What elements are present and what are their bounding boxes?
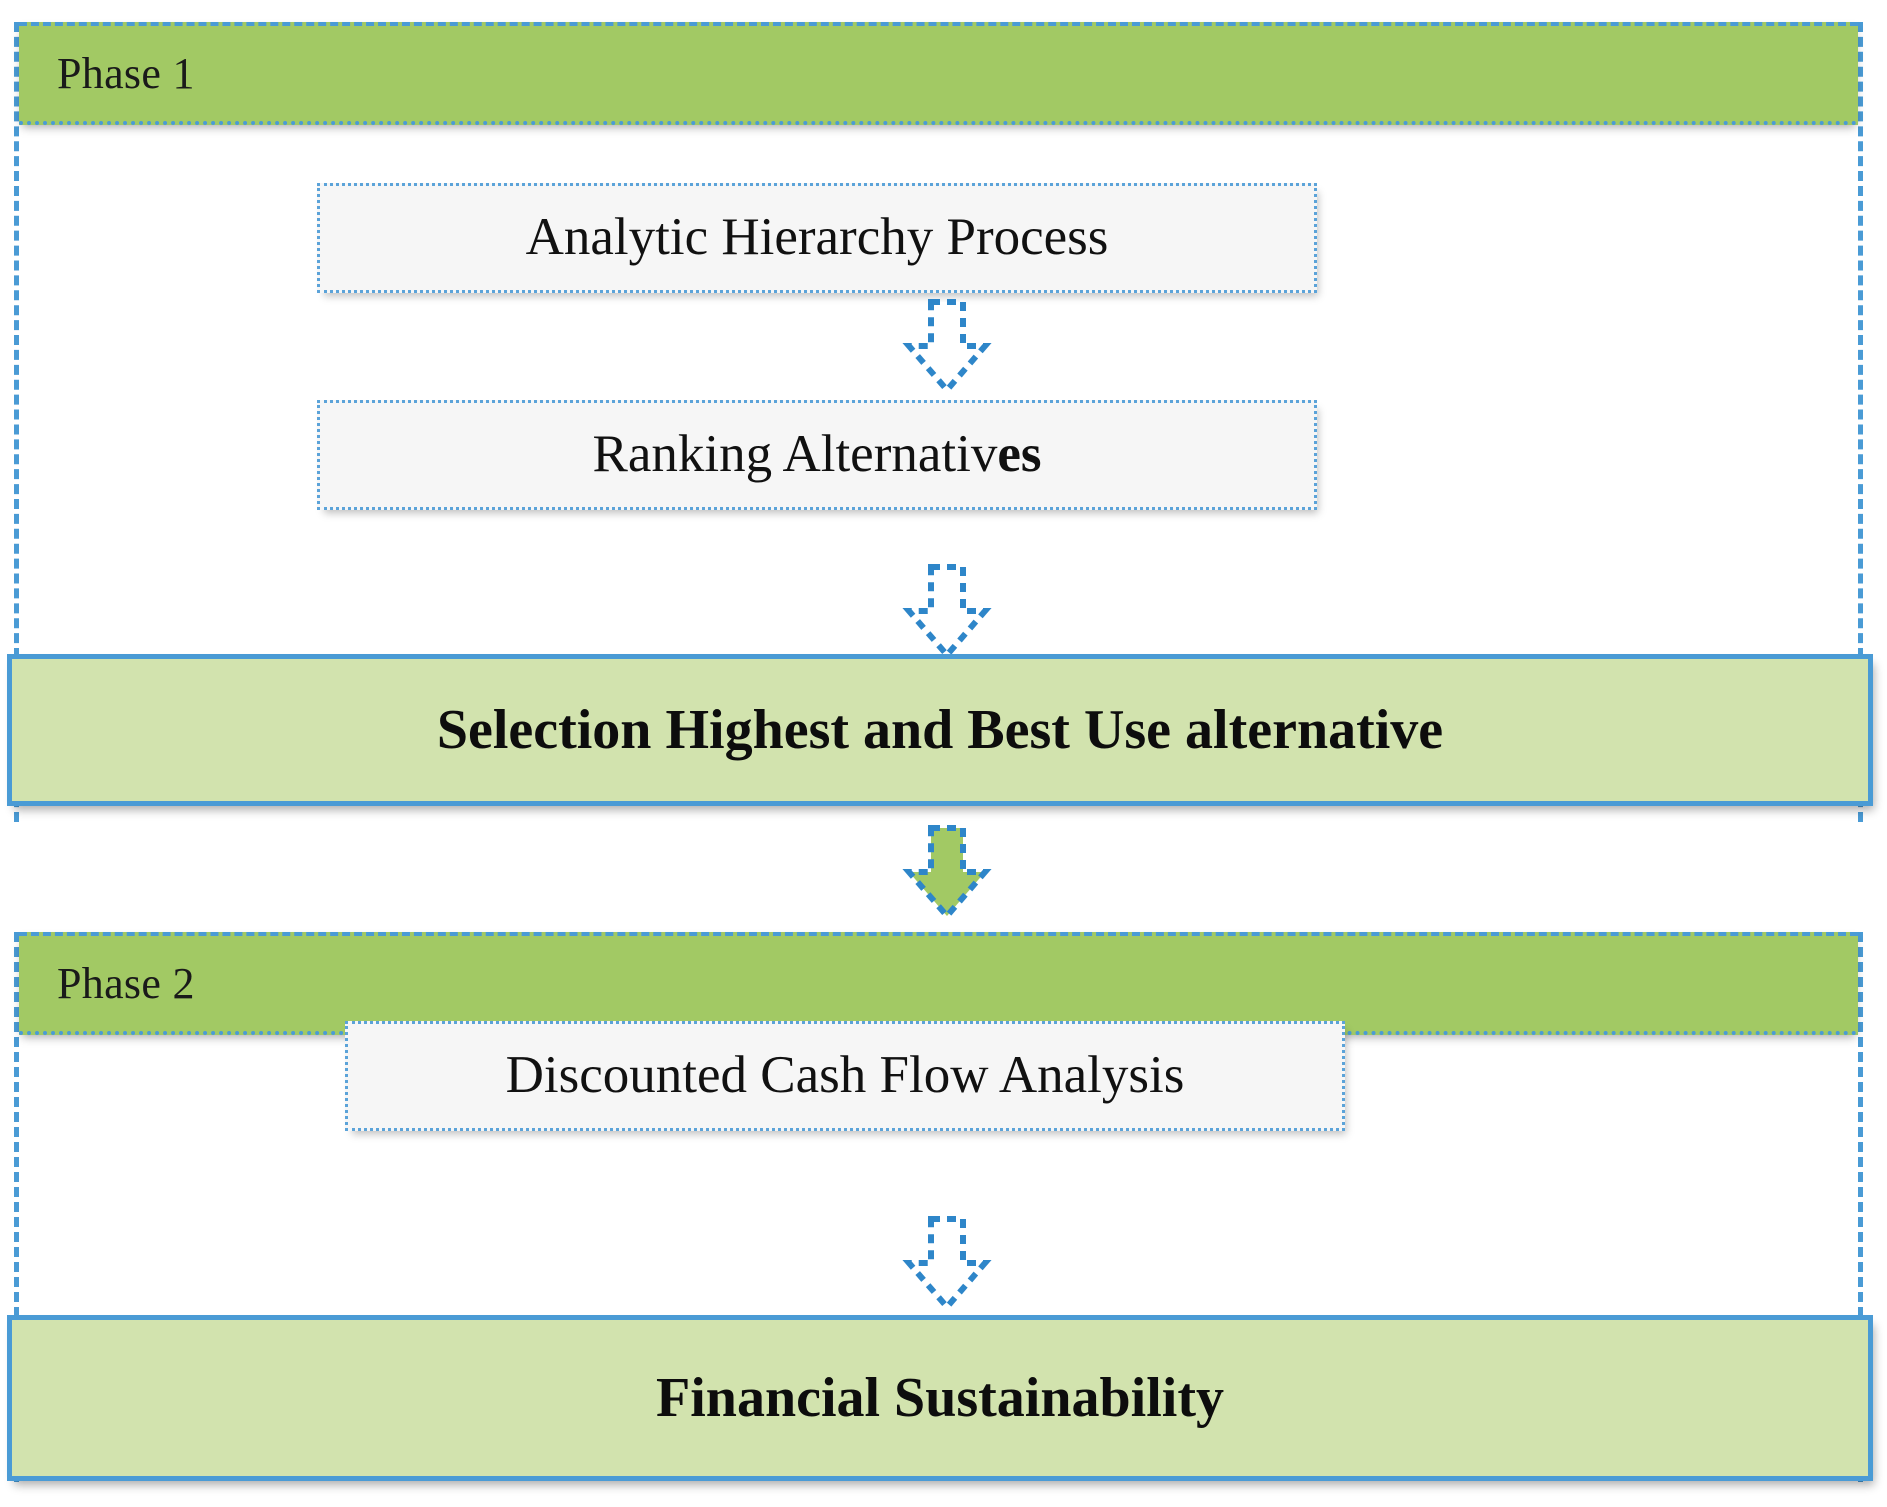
outcome-bar-selection-label: Selection Highest and Best Use alternati… (436, 698, 1444, 761)
arrow-down-icon-dcf-to-financial (902, 1216, 992, 1312)
ranking-label-bold-tail: es (997, 425, 1042, 484)
process-box-ranking-alternatives[interactable]: Ranking Alternatives (317, 400, 1317, 510)
process-box-analytic-hierarchy-process[interactable]: Analytic Hierarchy Process (317, 183, 1317, 293)
arrow-down-icon-phase1-to-phase2 (902, 825, 992, 921)
phase-2-container: Phase 2 (14, 932, 1863, 1482)
ranking-label-main: Ranking Alternativ (592, 425, 998, 484)
phase-1-header-label: Phase 1 (57, 48, 195, 98)
arrow-down-icon-ahp-to-ranking (902, 299, 992, 395)
process-box-ranking-alternatives-label: Ranking Alternatives (592, 425, 1042, 484)
phase-1-header: Phase 1 (19, 22, 1858, 125)
process-box-discounted-cash-flow-analysis-label: Discounted Cash Flow Analysis (505, 1046, 1185, 1105)
process-box-discounted-cash-flow-analysis[interactable]: Discounted Cash Flow Analysis (345, 1021, 1345, 1131)
outcome-bar-financial-sustainability[interactable]: Financial Sustainability (7, 1315, 1873, 1481)
phase-2-header-label: Phase 2 (57, 958, 195, 1008)
phase-2-header: Phase 2 (19, 932, 1858, 1035)
outcome-bar-financial-sustainability-label: Financial Sustainability (656, 1366, 1224, 1429)
phase-1-container: Phase 1 (14, 22, 1863, 822)
arrow-down-icon-ranking-to-selection (902, 564, 992, 660)
process-box-analytic-hierarchy-process-label: Analytic Hierarchy Process (525, 208, 1109, 267)
outcome-bar-selection-highest-best-use[interactable]: Selection Highest and Best Use alternati… (7, 654, 1873, 806)
